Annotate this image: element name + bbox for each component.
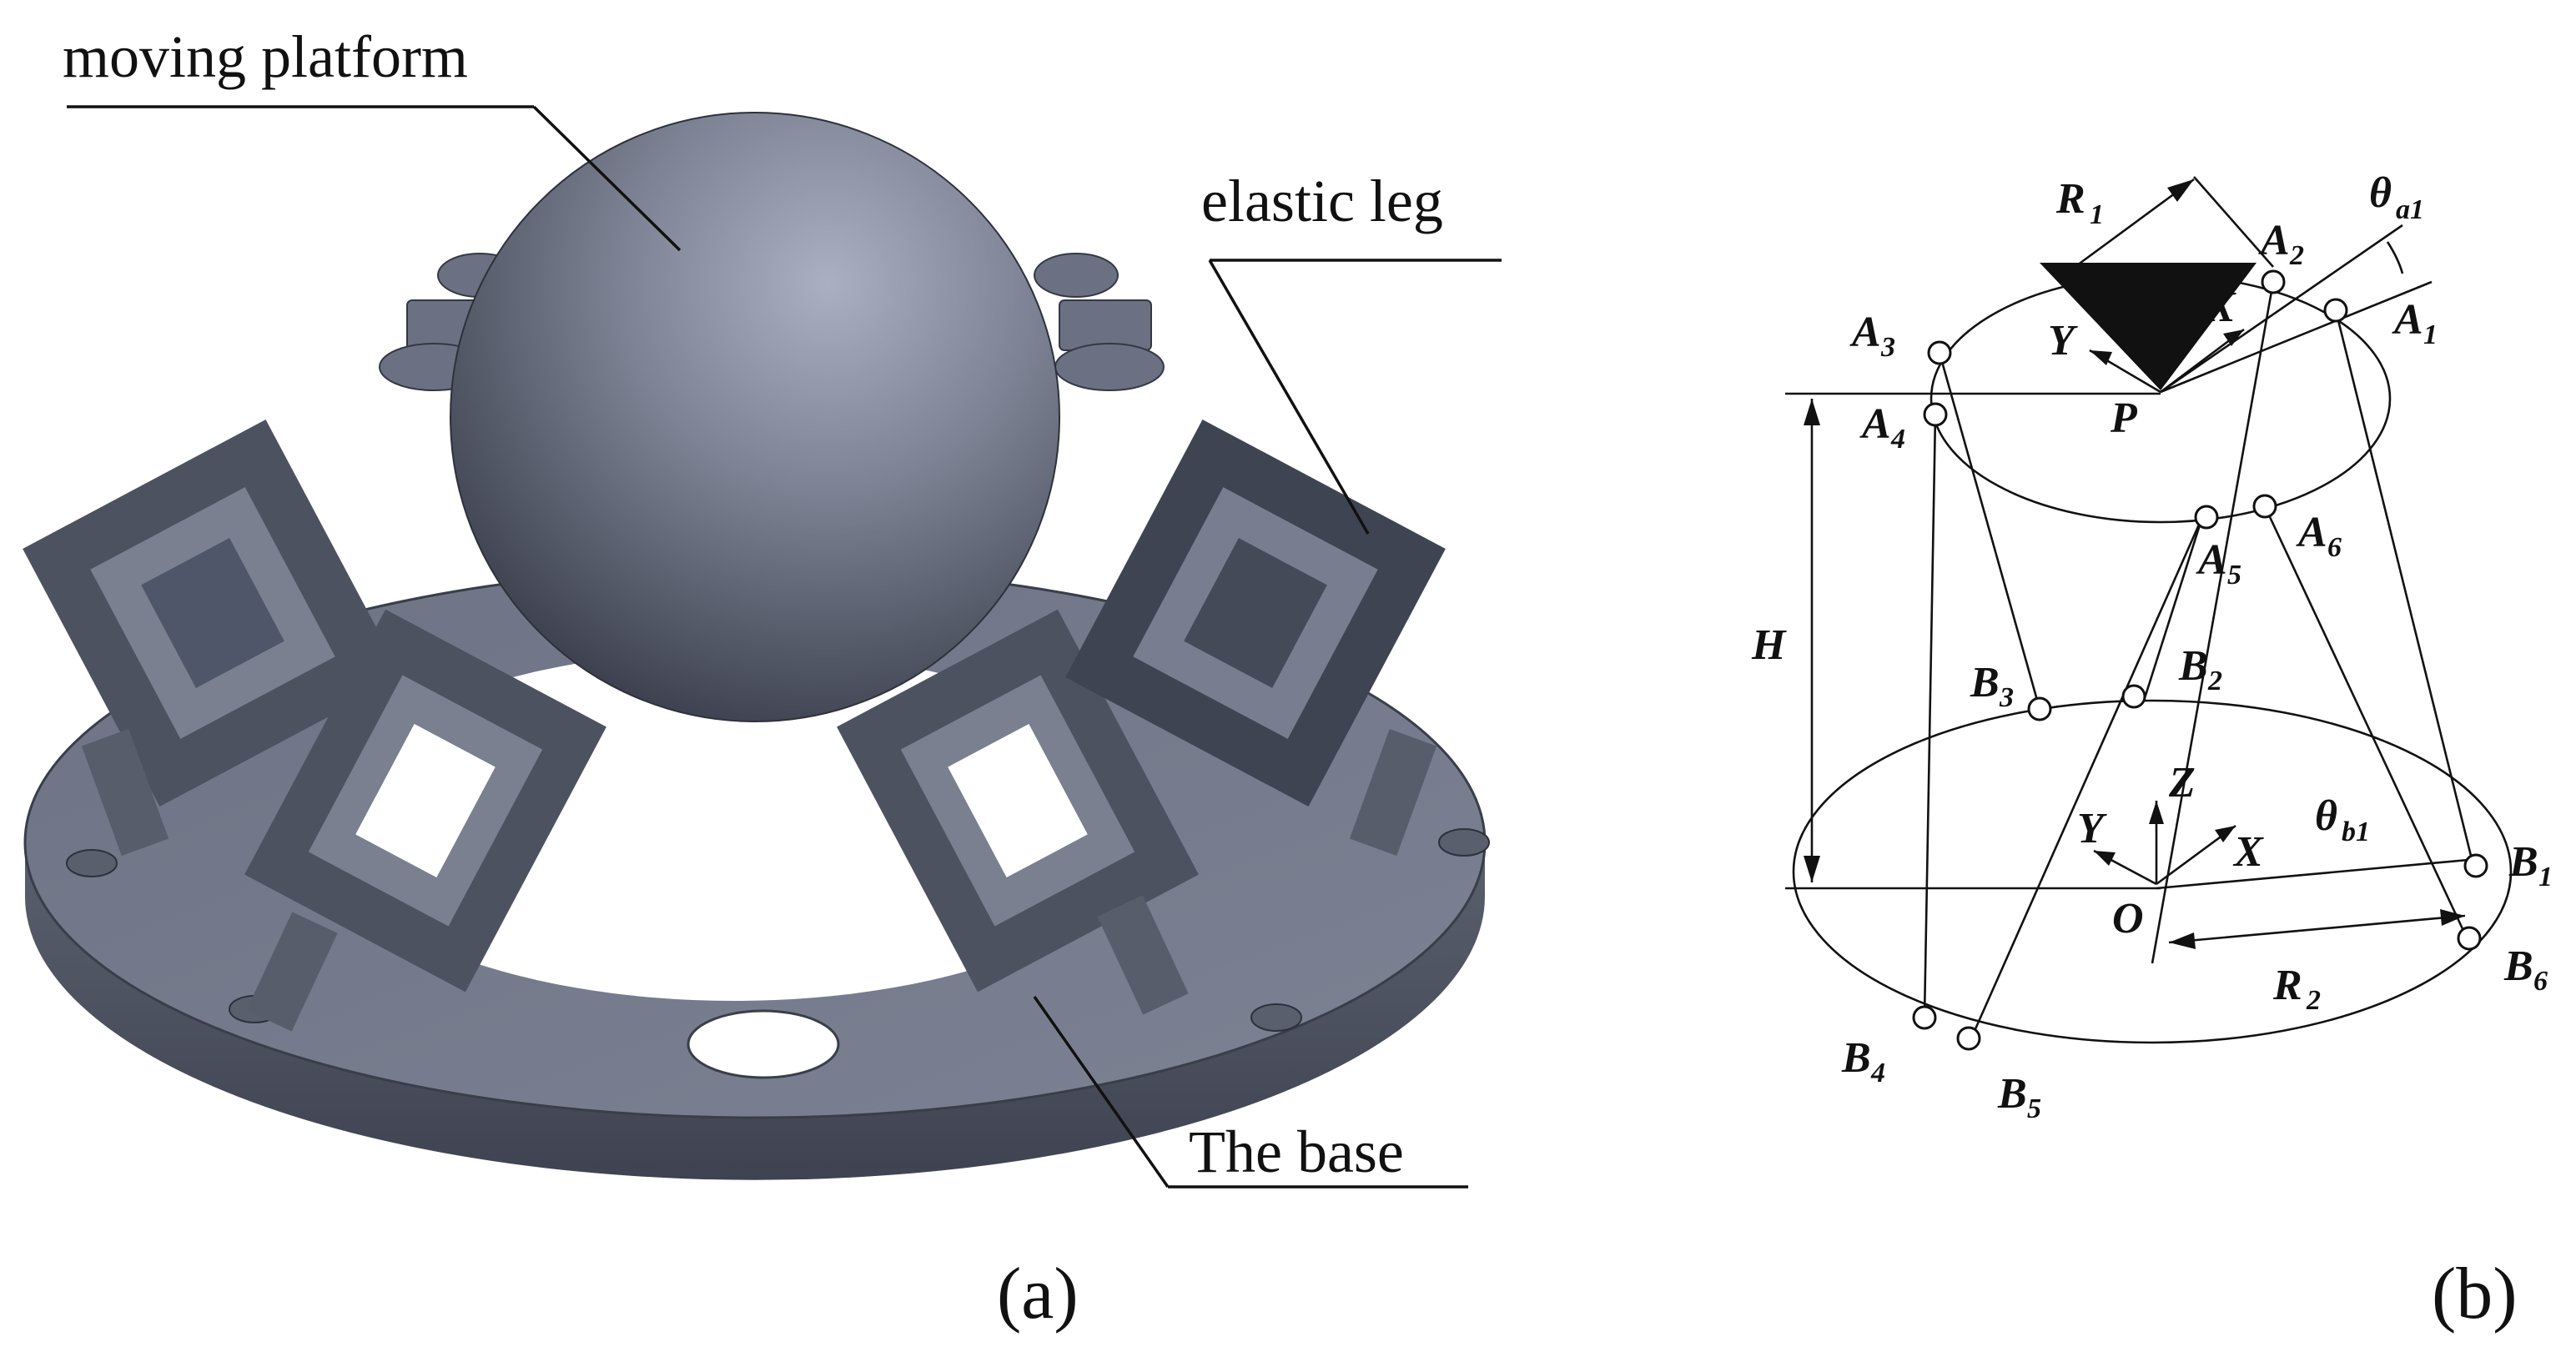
label-B1: B [2508, 838, 2538, 886]
lower-joint-labels: B 1 B 2 B 3 B 4 B 5 B 6 [1841, 642, 2553, 1124]
label-theta-a1-sub: a1 [2396, 194, 2424, 225]
label-B3-sub: 3 [1999, 682, 2014, 713]
label-R2: R [2272, 962, 2302, 1009]
label-lower-Y: Y [2077, 805, 2107, 852]
label-B4-sub: 4 [1870, 1058, 1885, 1088]
panel-a-illustration: moving platform elastic leg The base (a) [23, 23, 1502, 1334]
label-A6: A [2296, 509, 2327, 556]
callout-leader-moving-platform [532, 105, 682, 252]
theta-b1-line [2156, 857, 2478, 890]
upper-axis-x-arrow [2223, 329, 2244, 346]
lower-axis-x-arrow [2215, 826, 2236, 842]
callout-elastic-leg: elastic leg [1201, 168, 1443, 234]
upper-axis-y-arrow [2090, 350, 2112, 365]
label-O: O [2112, 895, 2144, 942]
label-theta-a1: θ [2369, 169, 2392, 217]
panel-b-schematic: H R 1 θ a1 X Y P Z X Y O θ [1751, 169, 2553, 1334]
label-A2: A [2258, 217, 2290, 264]
label-R2-sub: 2 [2306, 985, 2321, 1016]
elastic-leg-right-inner [837, 609, 1199, 1015]
R2-arrow-left [2169, 932, 2196, 949]
label-B5-sub: 5 [2027, 1093, 2041, 1124]
label-B4: B [1841, 1034, 1871, 1082]
label-R1-sub: 1 [2090, 199, 2104, 230]
label-A2-sub: 2 [2289, 240, 2304, 271]
lower-axis-y-arrow [2094, 851, 2116, 866]
theta-a1-arc [2386, 241, 2404, 274]
label-B5: B [1997, 1070, 2027, 1118]
elastic-leg-left-outer [23, 420, 403, 857]
label-A5: A [2196, 536, 2227, 584]
R1-arrow [2167, 179, 2194, 202]
label-B1-sub: 1 [2538, 862, 2553, 892]
lower-base-ellipse [1792, 699, 2513, 1044]
label-A1-sub: 1 [2423, 319, 2438, 350]
dim-H-arrow-bottom [1804, 856, 1820, 882]
label-P: P [2110, 395, 2138, 442]
R2-arrow-right [2440, 909, 2465, 926]
panel-a-label: (a) [997, 1254, 1079, 1334]
elastic-leg-right-outer [1065, 420, 1446, 857]
dim-H-arrow-top [1804, 399, 1820, 425]
theta-a1-line-2 [2160, 280, 2433, 394]
callout-moving-platform: moving platform [63, 23, 468, 90]
label-A3: A [1849, 309, 1881, 356]
upper-joint-circles [1923, 269, 2348, 530]
platform-triangle [2040, 263, 2257, 390]
label-B2-sub: 2 [2207, 666, 2222, 696]
label-H: H [1751, 621, 1787, 669]
callout-base: The base [1189, 1118, 1404, 1185]
label-A5-sub: 5 [2227, 560, 2241, 591]
lower-axis-z-arrow [2149, 801, 2164, 824]
theta-a1-line-1 [2160, 224, 2403, 394]
label-A4-sub: 4 [1890, 424, 1905, 455]
base-hole [687, 1009, 840, 1079]
label-R1: R [2055, 175, 2085, 223]
callout-leader-base [1033, 995, 1170, 1189]
label-upper-Y: Y [2048, 317, 2078, 364]
label-theta-b1: θ [2315, 792, 2337, 840]
label-B6-sub: 6 [2533, 966, 2548, 997]
upper-joint-labels: A 1 A 2 A 3 A 4 A 5 A 6 [1849, 217, 2438, 591]
lower-joint-circles [1912, 684, 2488, 1051]
R2-line [2168, 914, 2466, 944]
kinematic-legs [1923, 281, 2475, 1039]
label-B3: B [1970, 659, 2000, 706]
label-A3-sub: 3 [1880, 332, 1895, 363]
R1-guide [2193, 176, 2274, 268]
label-A6-sub: 6 [2327, 532, 2342, 563]
label-B6: B [2503, 942, 2533, 990]
label-A4: A [1859, 400, 1891, 448]
callout-leader-elastic-leg [1208, 259, 1370, 535]
panel-b-label: (b) [2432, 1254, 2518, 1334]
label-upper-X: X [2205, 284, 2236, 331]
moving-platform-sphere [450, 112, 1060, 722]
elastic-leg-left-inner [244, 609, 606, 1032]
label-A1: A [2392, 296, 2423, 344]
label-lower-X: X [2232, 828, 2264, 876]
label-theta-b1-sub: b1 [2342, 817, 2370, 847]
label-B2: B [2178, 642, 2208, 690]
